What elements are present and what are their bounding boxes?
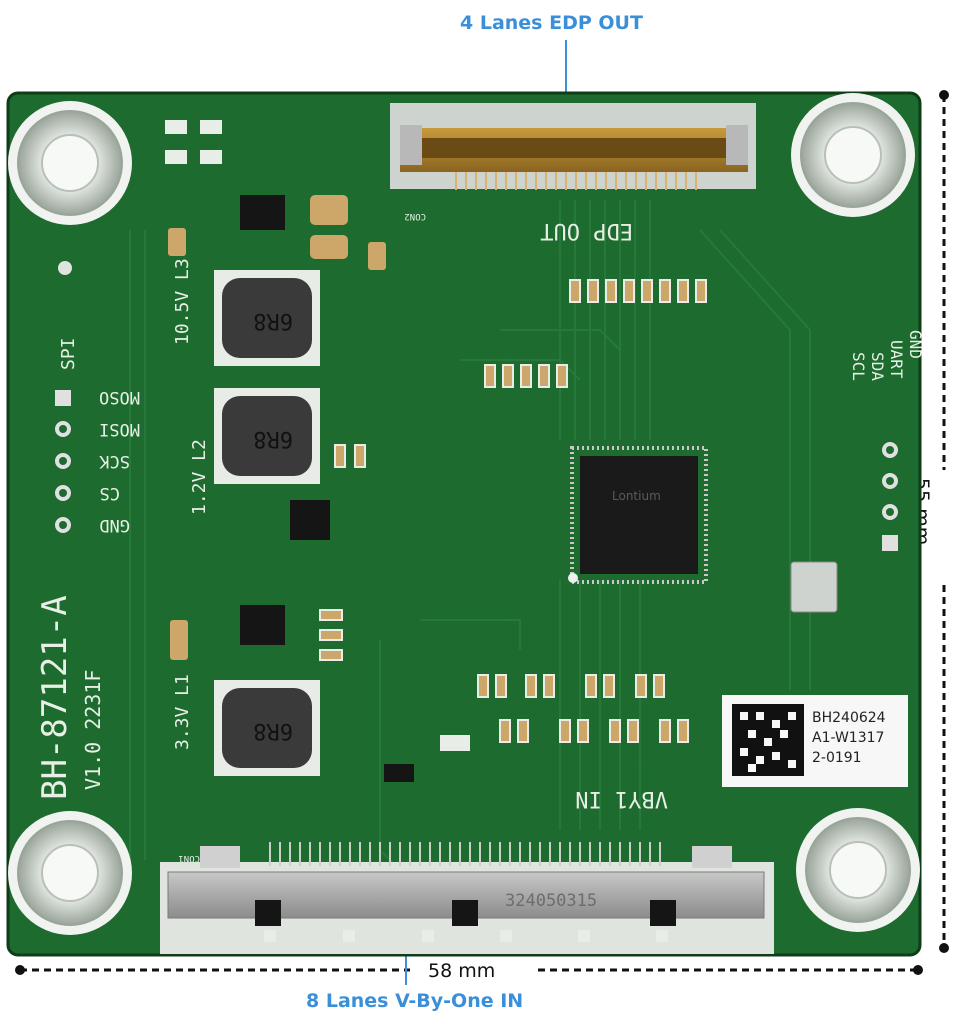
fiducial-mark [58,261,72,275]
vby1-in-silkscreen: VBY1 IN [575,786,668,811]
edp-out-callout: 4 Lanes EDP OUT [460,12,643,34]
svg-text:6R8: 6R8 [253,718,293,743]
spi-label: SPI [58,337,79,370]
connector-code: 324050315 [505,891,597,911]
edp-out-silkscreen: EDP OUT [540,218,633,243]
svg-text:6R8: 6R8 [253,426,293,451]
sticker-line-2: A1-W1317 [812,730,884,746]
board-version-label: V1.0 2231F [81,670,105,790]
mounting-hole-bottom-right [796,808,920,932]
width-dimension-label: 58 mm [428,960,496,982]
edp-connector [390,103,756,190]
vbyone-connector: 324050315 [160,842,774,954]
uart-pin-scl: SCL [849,352,868,381]
rail-10v5-label: 10.5V L3 [172,258,193,345]
svg-text:Lontium: Lontium [612,489,661,503]
spi-pin-mosi: MOSI [99,419,140,439]
mounting-hole-bottom-left [8,811,132,935]
crystal-oscillator [790,561,838,613]
uart-pin-sda: SDA [868,352,887,381]
uart-label: UART [887,340,906,379]
spi-pin-moso: MOSO [99,387,140,407]
pcb-traces [129,200,811,881]
serial-sticker: BH240624 A1-W1317 2-0191 [722,695,908,787]
sticker-line-1: BH240624 [812,710,886,726]
inductor-l2: 6R8 [214,388,320,484]
smd-components [165,120,470,782]
spi-pin-sck: SCK [99,451,130,471]
spi-pin-gnd: GND [99,515,130,535]
svg-text:6R8: 6R8 [253,308,293,333]
main-ic-chip: Lontium [568,446,708,584]
rail-3v3-label: 3.3V L1 [172,674,193,750]
vbyone-in-callout: 8 Lanes V-By-One IN [306,990,524,1012]
capacitor-array [319,279,707,743]
height-dimension-line [939,90,949,953]
board-model-label: BH-87121-A [35,595,75,800]
con1-silkscreen: CON1 [178,853,200,863]
inductor-l1: 6R8 [214,680,320,776]
mounting-hole-top-left [8,101,132,225]
spi-pin-cs: CS [100,483,120,503]
mounting-hole-top-right [791,93,915,217]
rail-1v2-label: 1.2V L2 [189,439,210,515]
uart-header [882,442,898,551]
inductor-l3: 6R8 [214,270,320,366]
uart-pin-gnd: GND [906,330,925,359]
width-dimension-line [15,965,923,975]
con2-silkscreen: CON2 [404,211,426,221]
sticker-line-3: 2-0191 [812,750,862,766]
spi-header [55,390,71,533]
